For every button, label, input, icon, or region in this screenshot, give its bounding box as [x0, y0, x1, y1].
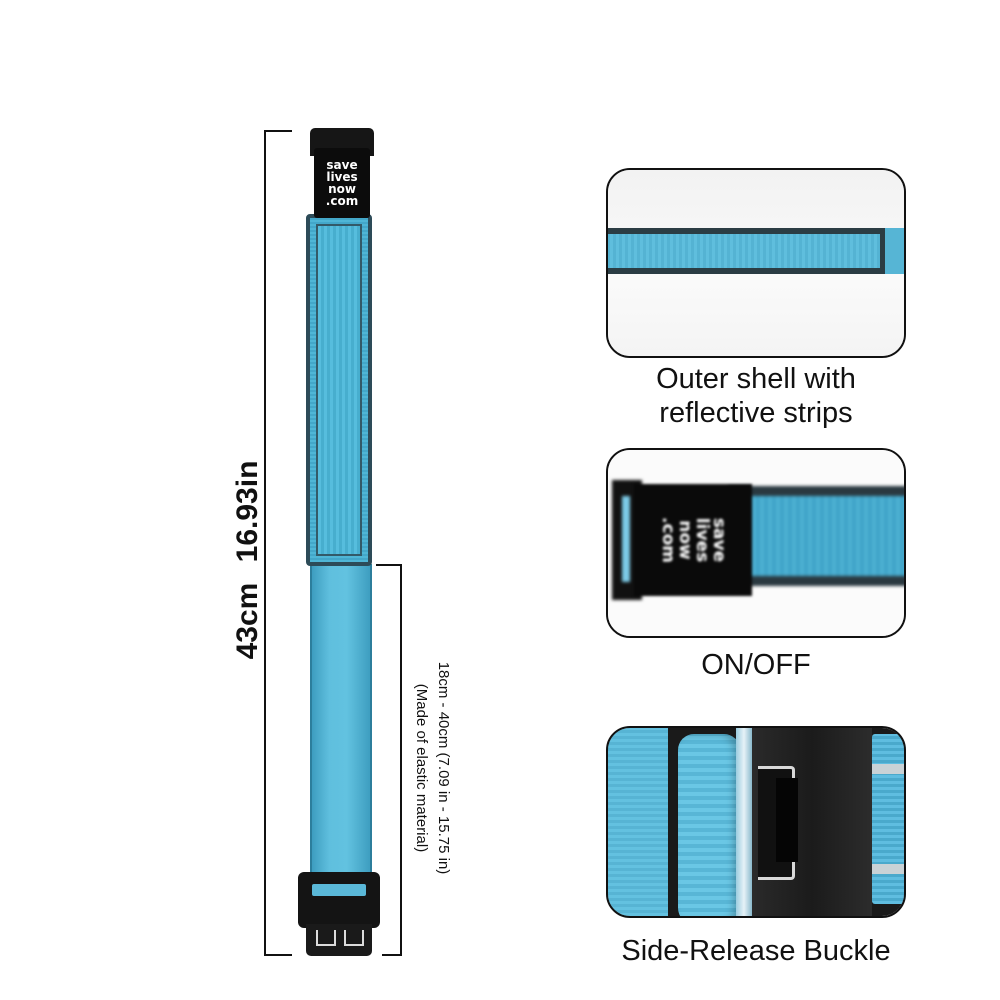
detail-panel-onoff: save lives now .com — [606, 448, 906, 638]
switch-logo-tab: save lives now .com — [634, 484, 752, 596]
reflective-band — [872, 864, 904, 874]
logo-line: now — [675, 520, 695, 560]
caption-onoff: ON/OFF — [596, 648, 916, 682]
detail-panel-buckle — [606, 726, 906, 918]
elastic-bracket-vertical — [400, 564, 402, 956]
elastic-bracket-bottom-tick — [382, 954, 402, 956]
logo-line: now — [328, 182, 356, 196]
strap-closeup — [728, 486, 904, 586]
caption-buckle: Side-Release Buckle — [596, 934, 916, 968]
elastic-range: 18cm - 40cm (7.09 in - 15.75 in) — [435, 661, 452, 875]
logo-line: lives — [326, 170, 358, 184]
length-bracket-vertical — [264, 130, 266, 956]
bottom-buckle-slot — [312, 884, 366, 896]
logo-line: save — [326, 158, 358, 172]
detail-panel-reflective — [606, 168, 906, 358]
buckle-frame — [736, 728, 752, 916]
elastic-strap-section — [310, 564, 372, 884]
bottom-hook — [306, 924, 372, 956]
reflective-band — [872, 764, 904, 774]
total-length-cm: 43cm — [231, 582, 264, 660]
logo-line: .com — [325, 194, 359, 208]
length-bracket-bottom-tick — [264, 954, 292, 956]
buckle-tongue — [776, 778, 798, 862]
strap-fold — [678, 734, 740, 916]
logo-line: save — [709, 517, 729, 563]
reflective-strip — [316, 224, 362, 556]
hook-prong — [316, 930, 336, 946]
total-length-label: 43cm 16.93in — [231, 455, 265, 666]
logo-line: .com — [658, 517, 678, 563]
reflective-strap-closeup — [608, 228, 886, 274]
switch-bar — [622, 496, 630, 582]
length-bracket-top-tick — [264, 130, 292, 132]
caption-line: reflective strips — [659, 397, 853, 429]
reflective-strap-section — [306, 214, 372, 566]
caption-reflective: Outer shell with reflective strips — [596, 362, 916, 430]
caption-line: Side-Release Buckle — [621, 935, 891, 967]
elastic-bracket-top-tick — [376, 564, 402, 566]
strap-closeup-left — [608, 728, 668, 916]
total-length-in: 16.93in — [231, 460, 264, 563]
elastic-length-label: 18cm - 40cm (7.09 in - 15.75 in) (Made o… — [410, 662, 454, 875]
strap-closeup-right — [872, 734, 904, 904]
elastic-note: (Made of elastic material) — [413, 683, 430, 853]
hook-prong — [344, 930, 364, 946]
bottom-buckle — [298, 872, 380, 928]
brand-logo-tab: save lives now .com — [314, 148, 370, 218]
caption-line: Outer shell with — [656, 363, 856, 395]
strap-end-closeup — [880, 228, 904, 274]
logo-line: lives — [692, 517, 712, 563]
caption-line: ON/OFF — [701, 649, 811, 681]
side-release-buckle — [752, 728, 872, 916]
